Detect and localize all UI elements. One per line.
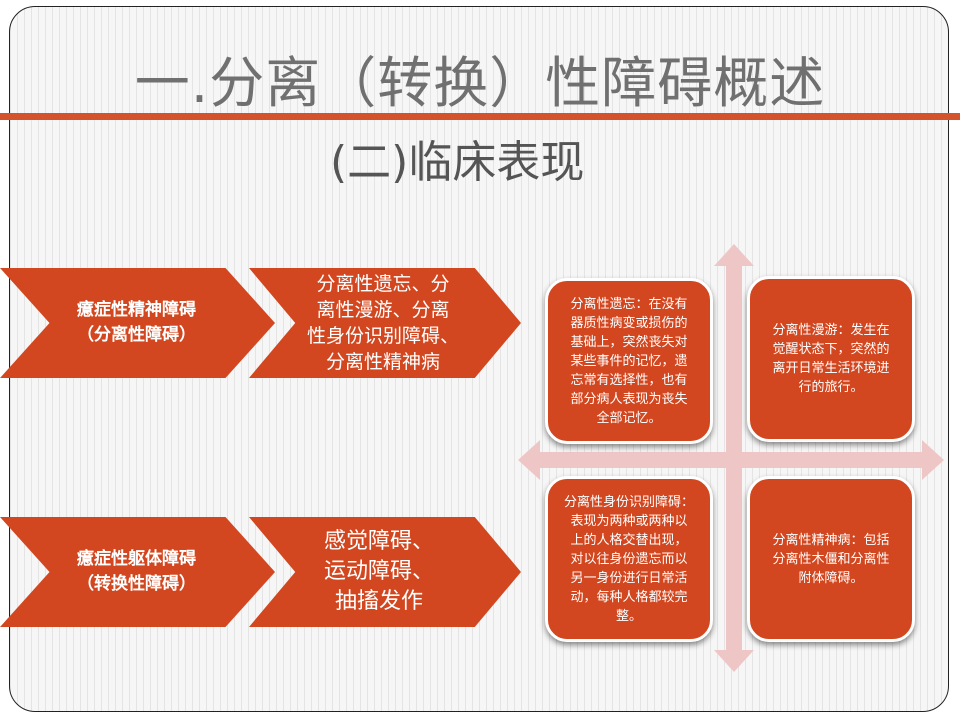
chevron-dissociative-mental: 癔症性精神障碍 （分离性障碍） xyxy=(0,268,275,378)
title-underline xyxy=(0,113,960,120)
chevron-category-label: 癔症性精神障碍 （分离性障碍） xyxy=(77,300,196,345)
card-dissociative-fugue: 分离性漫游：发生在 觉醒状态下，突然的 离开日常生活环境进 行的旅行。 xyxy=(747,276,915,442)
horizontal-arrow xyxy=(518,440,944,480)
chevron-description-label: 分离性遗忘、分 离性漫游、分离 性身份识别障碍、 分离性精神病 xyxy=(306,273,459,373)
card-dissociative-identity-disorder: 分离性身份识别障碍： 表现为两种或两种以 上的人格交替出现， 对以往身份遗忘而以… xyxy=(545,476,713,642)
cross-arrows-graphic xyxy=(518,244,944,672)
slide-subtitle: (二)临床表现 xyxy=(330,137,585,188)
chevron-category-label: 癔症性躯体障碍 （转换性障碍） xyxy=(77,549,196,594)
card-dissociative-amnesia: 分离性遗忘：在没有 器质性病变或损伤的 基础上，突然丧失对 某些事件的记忆，遗 … xyxy=(545,278,713,444)
card-dissociative-psychosis: 分离性精神病：包括 分离性木僵和分离性 附体障碍。 xyxy=(747,476,915,642)
chevron-description-label: 感觉障碍、 运动障碍、 抽搐发作 xyxy=(323,529,434,614)
slide-title: 一.分离（转换）性障碍概述 xyxy=(134,51,826,115)
